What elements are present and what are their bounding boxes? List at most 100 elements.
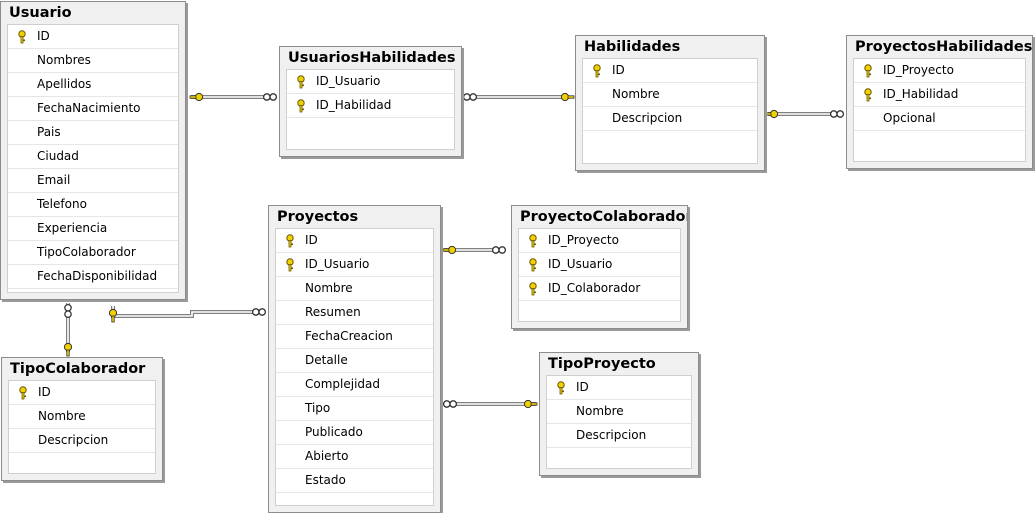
primary-key-icon bbox=[295, 98, 307, 113]
column-name: Email bbox=[37, 173, 71, 187]
column-name: Experiencia bbox=[37, 221, 108, 235]
column-row[interactable]: Complejidad bbox=[276, 373, 433, 397]
primary-key-icon bbox=[527, 233, 539, 248]
column-name: FechaDisponibilidad bbox=[37, 269, 158, 283]
column-row[interactable]: Estado bbox=[276, 469, 433, 493]
column-name: Estado bbox=[305, 473, 346, 487]
one-end-key-icon bbox=[764, 109, 779, 119]
column-row[interactable]: ID_Habilidad bbox=[854, 83, 1025, 107]
column-row[interactable]: ID_Usuario bbox=[519, 253, 680, 277]
one-end-key-icon bbox=[189, 92, 204, 102]
column-row[interactable]: ID_Proyecto bbox=[854, 59, 1025, 83]
column-name: Tipo bbox=[305, 401, 331, 415]
many-end-icon bbox=[491, 246, 507, 254]
column-row[interactable]: ID_Usuario bbox=[287, 70, 454, 94]
column-name: Nombre bbox=[305, 281, 353, 295]
primary-key-icon bbox=[527, 257, 539, 272]
column-row[interactable]: ID_Colaborador bbox=[519, 277, 680, 301]
column-row[interactable]: FechaDisponibilidad bbox=[8, 265, 178, 289]
column-row[interactable]: Abierto bbox=[276, 445, 433, 469]
column-row[interactable]: ID bbox=[276, 229, 433, 253]
column-row[interactable]: ID_Usuario bbox=[276, 253, 433, 277]
column-row[interactable]: Descripcion bbox=[547, 424, 691, 448]
one-end-key-icon bbox=[560, 92, 575, 102]
column-row[interactable]: TipoColaborador bbox=[8, 241, 178, 265]
relationship-line bbox=[111, 306, 262, 318]
column-name: FechaCreacion bbox=[305, 329, 393, 343]
column-row[interactable]: Resumen bbox=[276, 301, 433, 325]
column-name: ID_Usuario bbox=[548, 257, 613, 271]
primary-key-icon bbox=[555, 380, 567, 395]
column-row[interactable]: Nombre bbox=[276, 277, 433, 301]
many-end-icon bbox=[829, 110, 845, 118]
column-row[interactable]: Nombre bbox=[9, 405, 155, 429]
column-row[interactable]: FechaCreacion bbox=[276, 325, 433, 349]
column-row[interactable]: Opcional bbox=[854, 107, 1025, 131]
many-end-icon bbox=[64, 303, 72, 319]
table-title: Usuario bbox=[9, 5, 72, 21]
column-row[interactable]: Descripcion bbox=[9, 429, 155, 453]
one-end-key-icon bbox=[442, 245, 457, 255]
column-row[interactable]: Nombres bbox=[8, 49, 178, 73]
column-row[interactable]: ID_Proyecto bbox=[519, 229, 680, 253]
column-name: ID bbox=[576, 380, 589, 394]
column-row[interactable]: Pais bbox=[8, 121, 178, 145]
column-name: Descripcion bbox=[38, 433, 109, 447]
column-row[interactable]: Email bbox=[8, 169, 178, 193]
column-row[interactable]: Publicado bbox=[276, 421, 433, 445]
table-title: ProyectoColaborador bbox=[520, 209, 687, 225]
column-name: ID_Usuario bbox=[305, 257, 370, 271]
many-end-icon bbox=[262, 93, 278, 101]
column-row[interactable]: ID bbox=[9, 381, 155, 405]
many-end-icon bbox=[251, 308, 267, 316]
column-name: ID bbox=[305, 233, 318, 247]
table-title: Proyectos bbox=[277, 209, 359, 225]
column-row[interactable]: Nombre bbox=[583, 83, 757, 107]
column-row[interactable]: ID bbox=[547, 376, 691, 400]
column-name: Detalle bbox=[305, 353, 348, 367]
column-row[interactable]: ID_Habilidad bbox=[287, 94, 454, 118]
column-name: Pais bbox=[37, 125, 61, 139]
column-name: Abierto bbox=[305, 449, 349, 463]
column-name: Descripcion bbox=[612, 111, 683, 125]
column-row[interactable]: Ciudad bbox=[8, 145, 178, 169]
column-name: Nombre bbox=[576, 404, 624, 418]
column-row[interactable]: ID bbox=[583, 59, 757, 83]
column-row[interactable]: FechaNacimiento bbox=[8, 97, 178, 121]
column-row[interactable]: Experiencia bbox=[8, 217, 178, 241]
column-row[interactable]: Descripcion bbox=[583, 107, 757, 131]
column-row[interactable]: Tipo bbox=[276, 397, 433, 421]
primary-key-icon bbox=[862, 87, 874, 102]
column-name: Descripcion bbox=[576, 428, 647, 442]
column-name: ID bbox=[37, 29, 50, 43]
column-name: Ciudad bbox=[37, 149, 79, 163]
column-name: Resumen bbox=[305, 305, 361, 319]
primary-key-icon bbox=[862, 63, 874, 78]
column-row[interactable]: Detalle bbox=[276, 349, 433, 373]
column-name: TipoColaborador bbox=[37, 245, 136, 259]
column-name: Complejidad bbox=[305, 377, 380, 391]
column-row[interactable]: Nombre bbox=[547, 400, 691, 424]
column-name: Nombre bbox=[38, 409, 86, 423]
column-row[interactable]: Apellidos bbox=[8, 73, 178, 97]
column-row[interactable]: Telefono bbox=[8, 193, 178, 217]
column-row[interactable]: ID bbox=[8, 25, 178, 49]
